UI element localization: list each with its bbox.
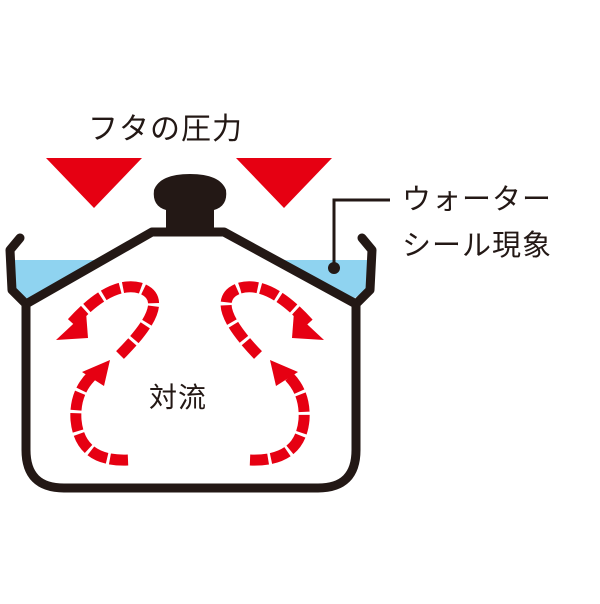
water-seal-leader-dot bbox=[328, 262, 340, 274]
convection-arrow-right-icon bbox=[220, 281, 315, 466]
convection-arrowhead-right-top bbox=[292, 312, 324, 340]
convection-label: 対流 bbox=[149, 381, 208, 414]
pot-body bbox=[5, 233, 377, 493]
lid-pressure-label: フタの圧力 bbox=[88, 112, 243, 147]
convection-arrowhead-left-top bbox=[56, 312, 88, 340]
convection-arrow-left-icon bbox=[65, 281, 160, 466]
convection-arrowhead-right-bottom bbox=[270, 360, 298, 386]
water-seal-label-line2: シール現象 bbox=[402, 228, 553, 262]
water-seal-leader-line bbox=[332, 198, 390, 268]
convection-arrowhead-left-bottom bbox=[82, 360, 110, 386]
water-seal-label-line1: ウォーター bbox=[402, 182, 553, 216]
pressure-arrow-left-icon bbox=[46, 158, 142, 208]
pressure-arrow-right-icon bbox=[236, 158, 332, 208]
lid-knob-icon bbox=[153, 174, 227, 232]
